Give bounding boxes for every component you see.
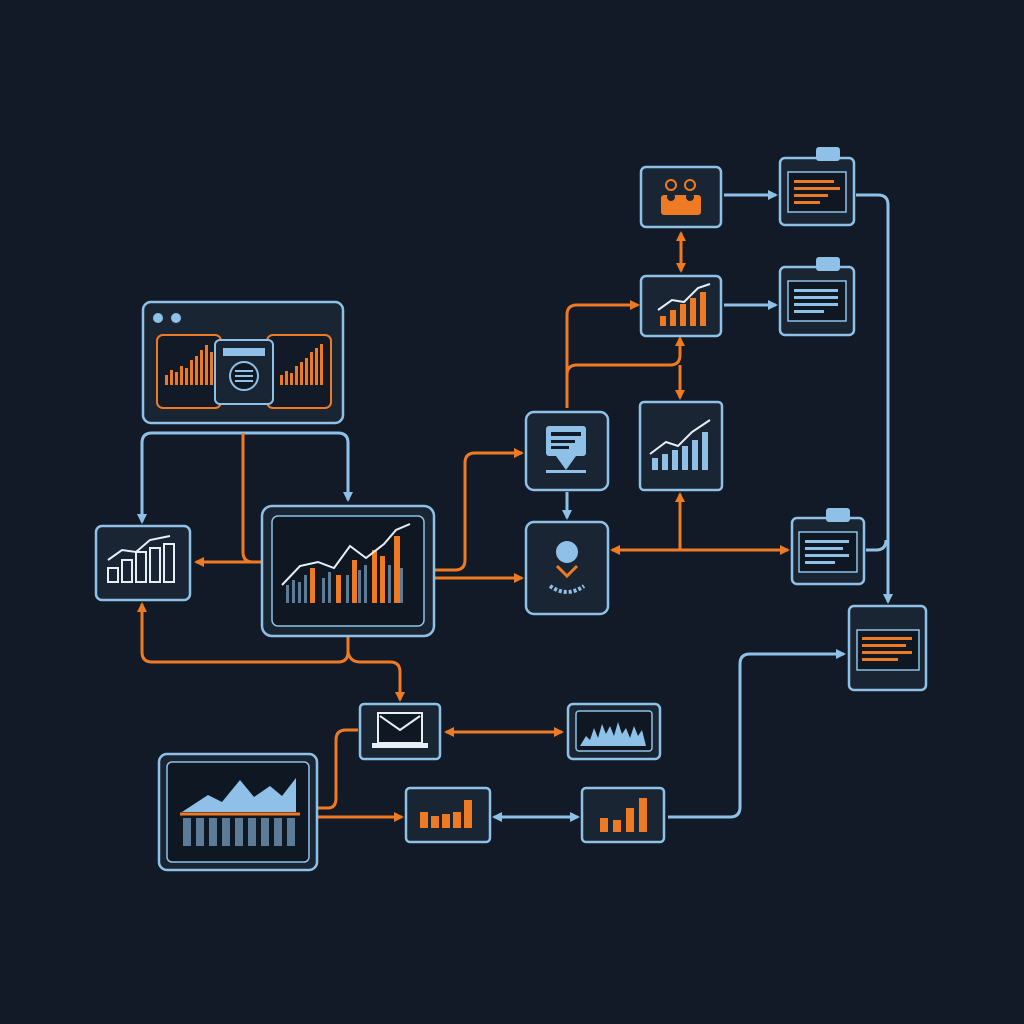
bar-chart-icon	[420, 800, 472, 828]
document-icon	[856, 629, 920, 671]
connector-area-to-email	[318, 728, 358, 810]
connector-chat-to-growth-top	[565, 300, 640, 408]
connector-dashboard-to-main-chart	[243, 431, 353, 502]
users-icon	[661, 179, 701, 215]
trend-chart-icon	[657, 283, 711, 326]
chat-node[interactable]	[524, 410, 610, 492]
window-dot-icon	[171, 313, 181, 323]
area-chart-node[interactable]	[157, 752, 319, 872]
connector-dashboard-orange	[196, 433, 262, 562]
user-icon	[548, 541, 586, 594]
connector-main-to-email	[346, 651, 405, 702]
bar-chart-icon	[107, 535, 175, 583]
doc-bottom-right[interactable]	[847, 604, 928, 692]
chat-message-icon	[546, 426, 586, 473]
window-dot-icon	[153, 313, 163, 323]
connector-bar-to-doc	[668, 649, 846, 819]
growth-chart-left[interactable]	[94, 524, 192, 602]
waveform-icon	[580, 722, 646, 746]
area-chart-icon	[180, 778, 300, 846]
connector-dashboard-to-left-chart	[137, 431, 243, 524]
server-icon	[214, 339, 274, 405]
connector-doc-top-to-bottom	[856, 193, 893, 604]
connector-chat-loop	[565, 336, 685, 408]
document-icon	[787, 280, 847, 322]
growth-chart-top[interactable]	[639, 274, 723, 338]
small-bar-left[interactable]	[404, 786, 492, 844]
main-chart[interactable]	[260, 504, 436, 638]
small-bar-right[interactable]	[580, 786, 666, 844]
connector-main-to-left-loop	[137, 602, 350, 664]
trend-chart-icon	[649, 419, 711, 470]
connector-doc-right-join	[866, 539, 888, 552]
trend-chart-mid[interactable]	[638, 400, 724, 492]
laptop-email-icon	[372, 712, 428, 748]
waveform-node[interactable]	[566, 702, 662, 761]
dashboard-window[interactable]	[141, 300, 345, 425]
mini-bar-chart-icon	[165, 345, 213, 385]
bar-chart-icon	[600, 798, 647, 832]
doc-mid[interactable]	[778, 257, 856, 337]
team-node[interactable]	[639, 165, 723, 229]
document-icon	[787, 171, 847, 213]
line-bar-chart-icon	[281, 523, 411, 603]
connector-main-to-chat	[434, 448, 524, 572]
connectors	[137, 190, 893, 822]
mini-bar-chart-icon	[280, 344, 323, 385]
doc-top[interactable]	[778, 147, 856, 227]
user-node[interactable]	[524, 520, 610, 616]
doc-right[interactable]	[790, 508, 866, 586]
email-node[interactable]	[358, 702, 442, 761]
document-icon	[798, 531, 858, 573]
